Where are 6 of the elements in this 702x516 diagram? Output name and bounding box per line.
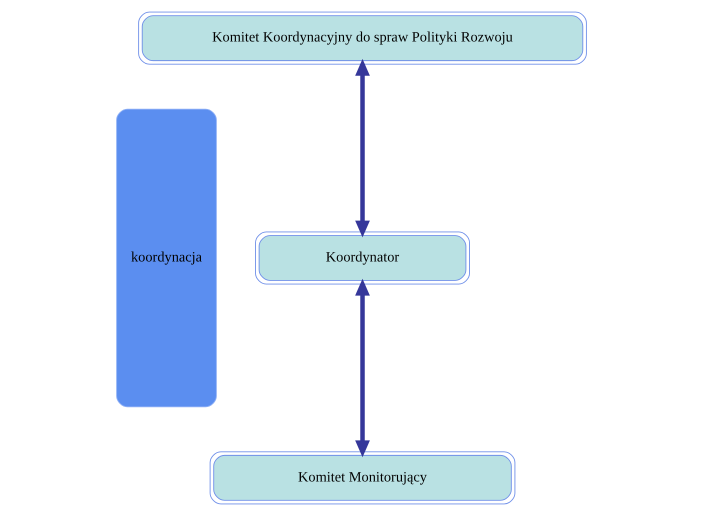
arrow bbox=[354, 278, 370, 458]
node-box: Komitet Monitorujący bbox=[209, 451, 515, 504]
node-box: Koordynator bbox=[254, 231, 470, 285]
arrow bbox=[354, 58, 370, 238]
node-box: Komitet Koordynacyjny do spraw Polityki Rozwoju bbox=[138, 12, 586, 65]
node-box: koordynacja bbox=[116, 108, 216, 408]
